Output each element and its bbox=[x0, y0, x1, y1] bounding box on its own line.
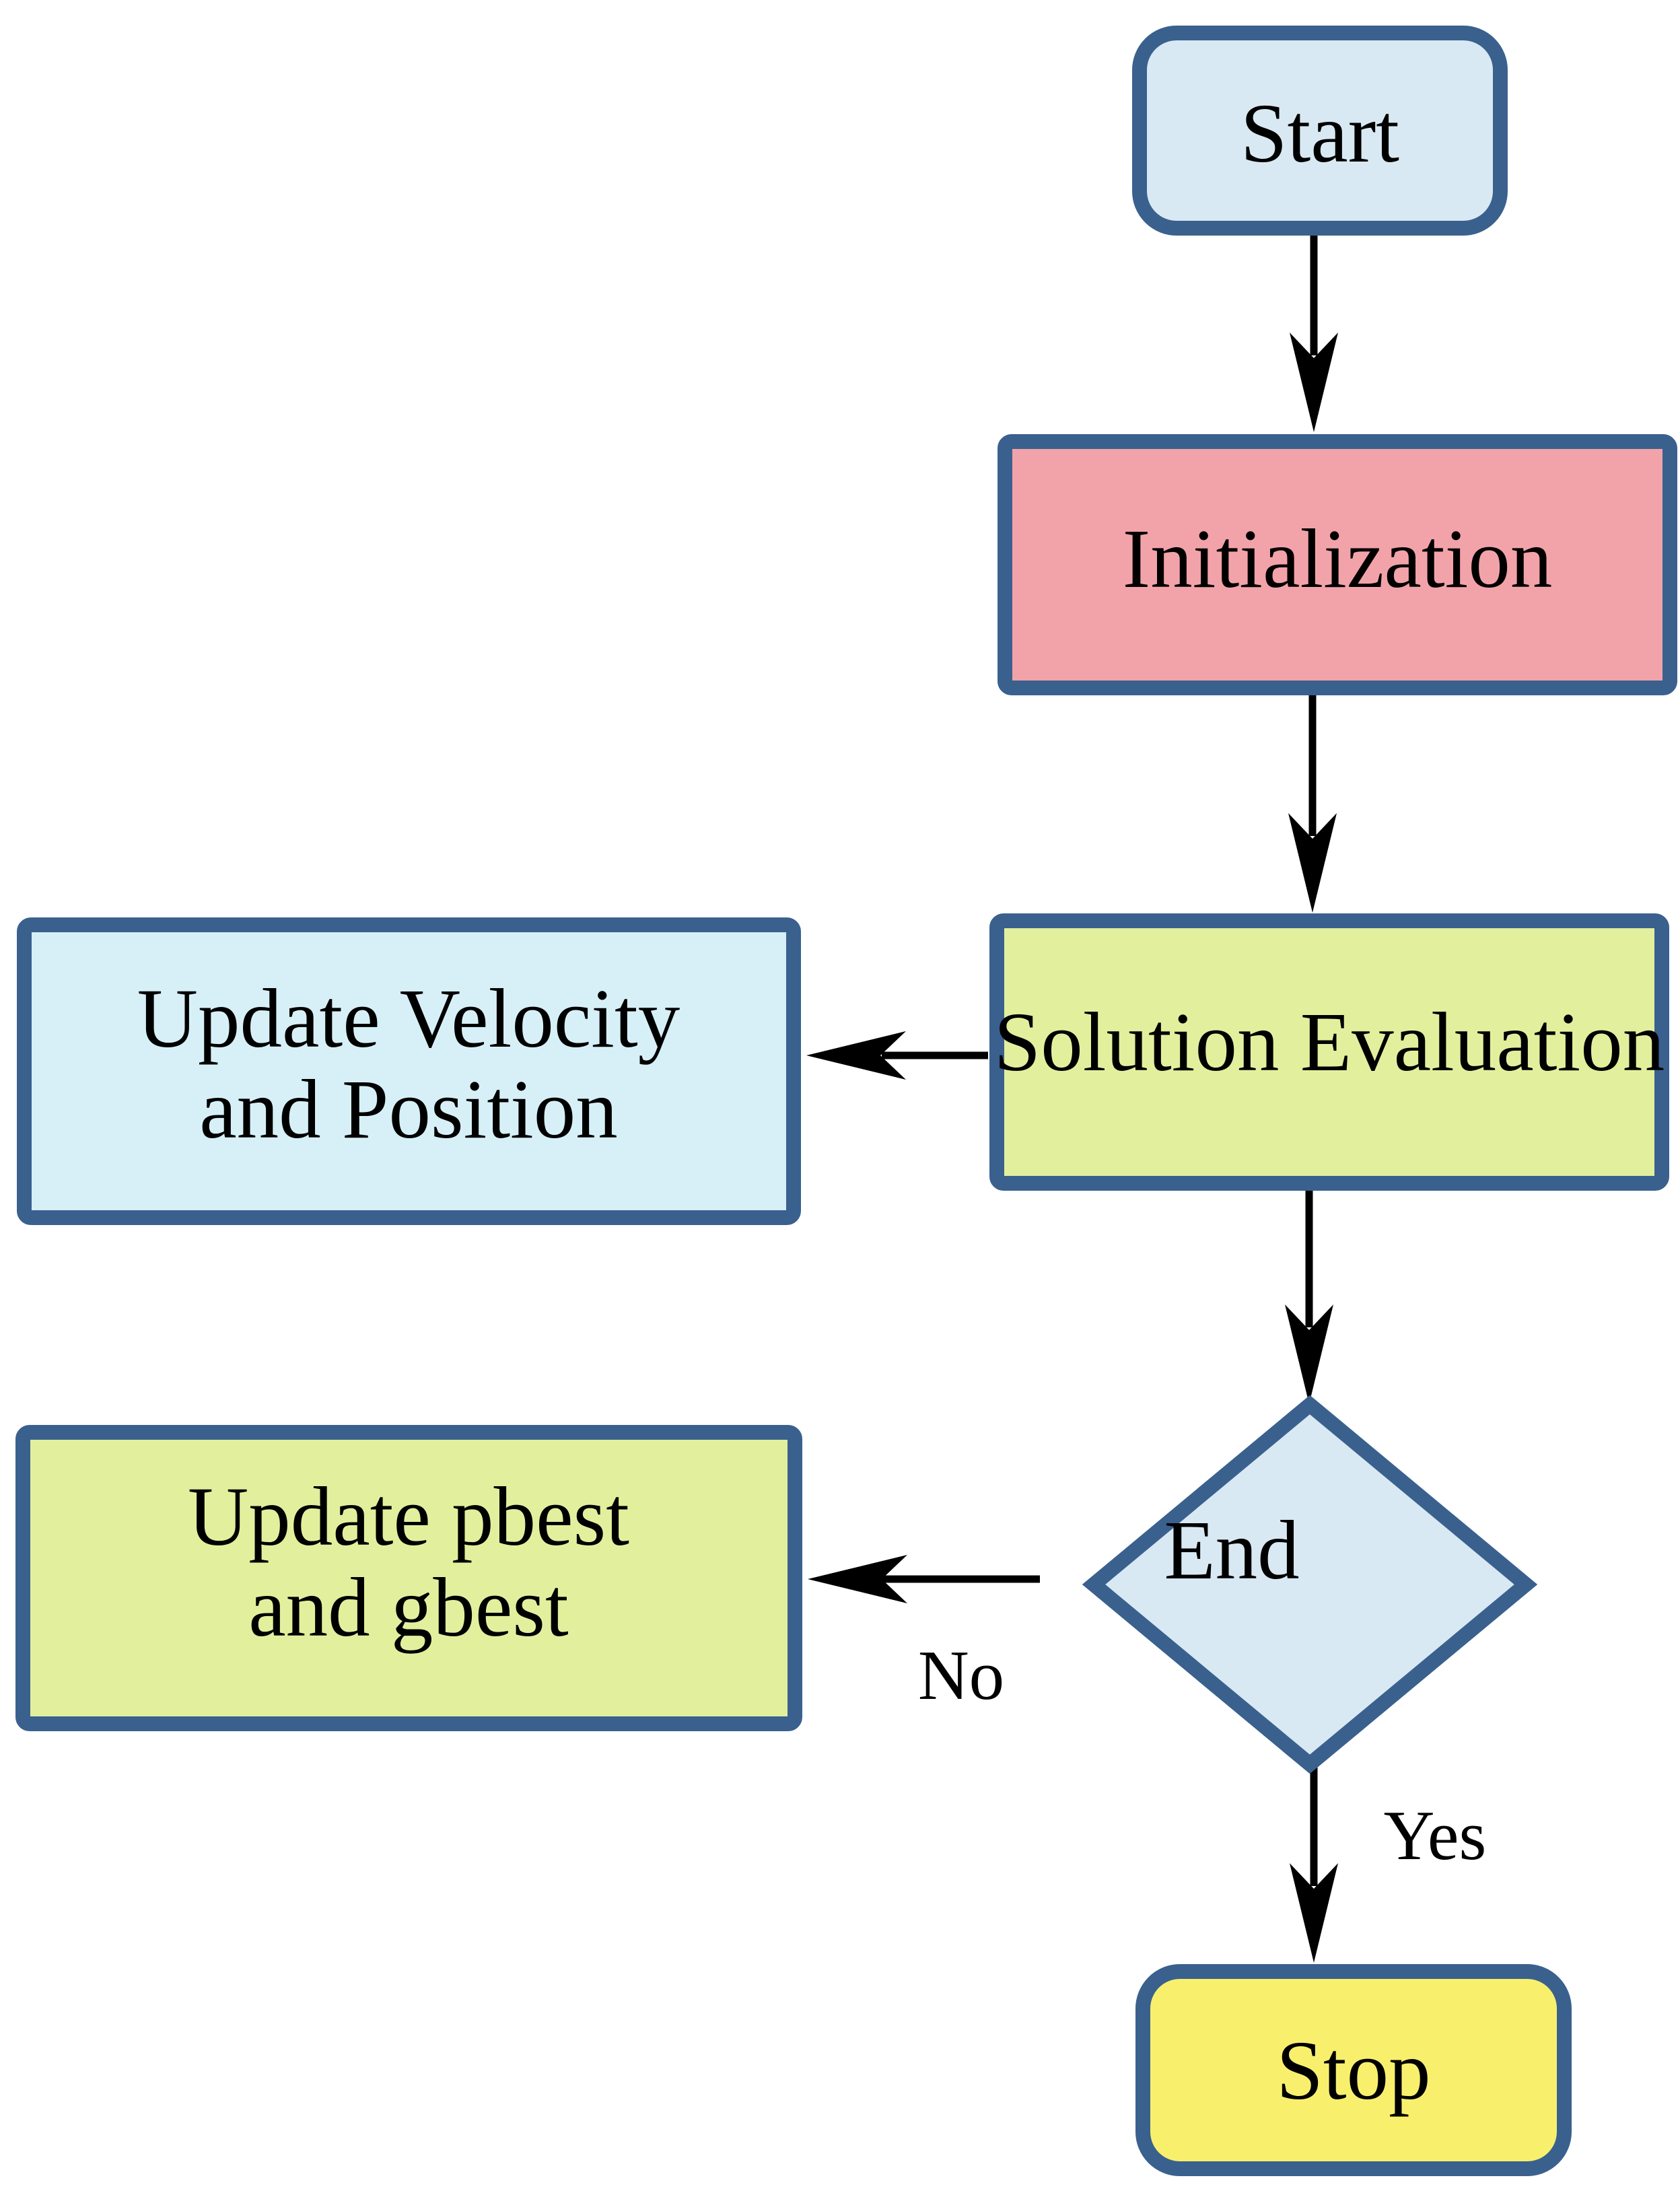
arrowhead-left-icon bbox=[806, 1031, 906, 1080]
end-decision-diamond-shape bbox=[1082, 1395, 1538, 1774]
start-label: Start bbox=[1240, 88, 1399, 180]
stop-terminator-shape bbox=[1135, 1964, 1572, 2176]
node-update-velocity: Update Velocity and Position bbox=[17, 917, 801, 1225]
start-terminator-shape bbox=[1132, 26, 1508, 236]
edge-solution-evaluation-to-end bbox=[1285, 1191, 1333, 1404]
edge-start-to-initialization bbox=[1290, 234, 1338, 432]
edge-end-yes-to-stop: Yes bbox=[1290, 1764, 1486, 1963]
node-solution-evaluation: Solution Evaluation bbox=[989, 913, 1669, 1191]
arrowhead-down-icon bbox=[1285, 1304, 1333, 1404]
update-pbest-label-line2: and gbest bbox=[248, 1562, 569, 1654]
node-initialization: Initialization bbox=[998, 434, 1677, 695]
solution-evaluation-label: Solution Evaluation bbox=[994, 996, 1665, 1089]
edge-initialization-to-solution-evaluation bbox=[1288, 695, 1337, 913]
arrowhead-down-icon bbox=[1288, 813, 1337, 913]
update-pbest-process-shape bbox=[15, 1425, 802, 1731]
edge-label-yes: Yes bbox=[1384, 1796, 1487, 1875]
update-pbest-label-line1: Update pbest bbox=[188, 1471, 629, 1564]
node-stop: Stop bbox=[1135, 1964, 1572, 2176]
solution-evaluation-process-shape bbox=[989, 913, 1669, 1191]
arrowhead-left-icon bbox=[808, 1555, 907, 1603]
update-velocity-label-line2: and Position bbox=[199, 1063, 618, 1156]
initialization-process-shape bbox=[998, 434, 1677, 695]
update-velocity-label-line1: Update Velocity bbox=[137, 973, 680, 1066]
arrowhead-down-icon bbox=[1290, 333, 1338, 432]
node-update-pbest: Update pbest and gbest bbox=[15, 1425, 802, 1731]
node-end-decision: End bbox=[1082, 1395, 1538, 1774]
node-start: Start bbox=[1132, 26, 1508, 236]
edge-solution-evaluation-to-update-velocity bbox=[806, 1031, 988, 1080]
stop-label: Stop bbox=[1276, 2025, 1430, 2118]
update-velocity-process-shape bbox=[17, 917, 801, 1225]
edge-label-no: No bbox=[918, 1636, 1004, 1714]
initialization-label: Initialization bbox=[1123, 513, 1553, 606]
end-decision-label: End bbox=[1164, 1504, 1299, 1597]
arrowhead-down-icon bbox=[1290, 1863, 1338, 1963]
edge-end-no-to-update-pbest: No bbox=[808, 1555, 1040, 1714]
